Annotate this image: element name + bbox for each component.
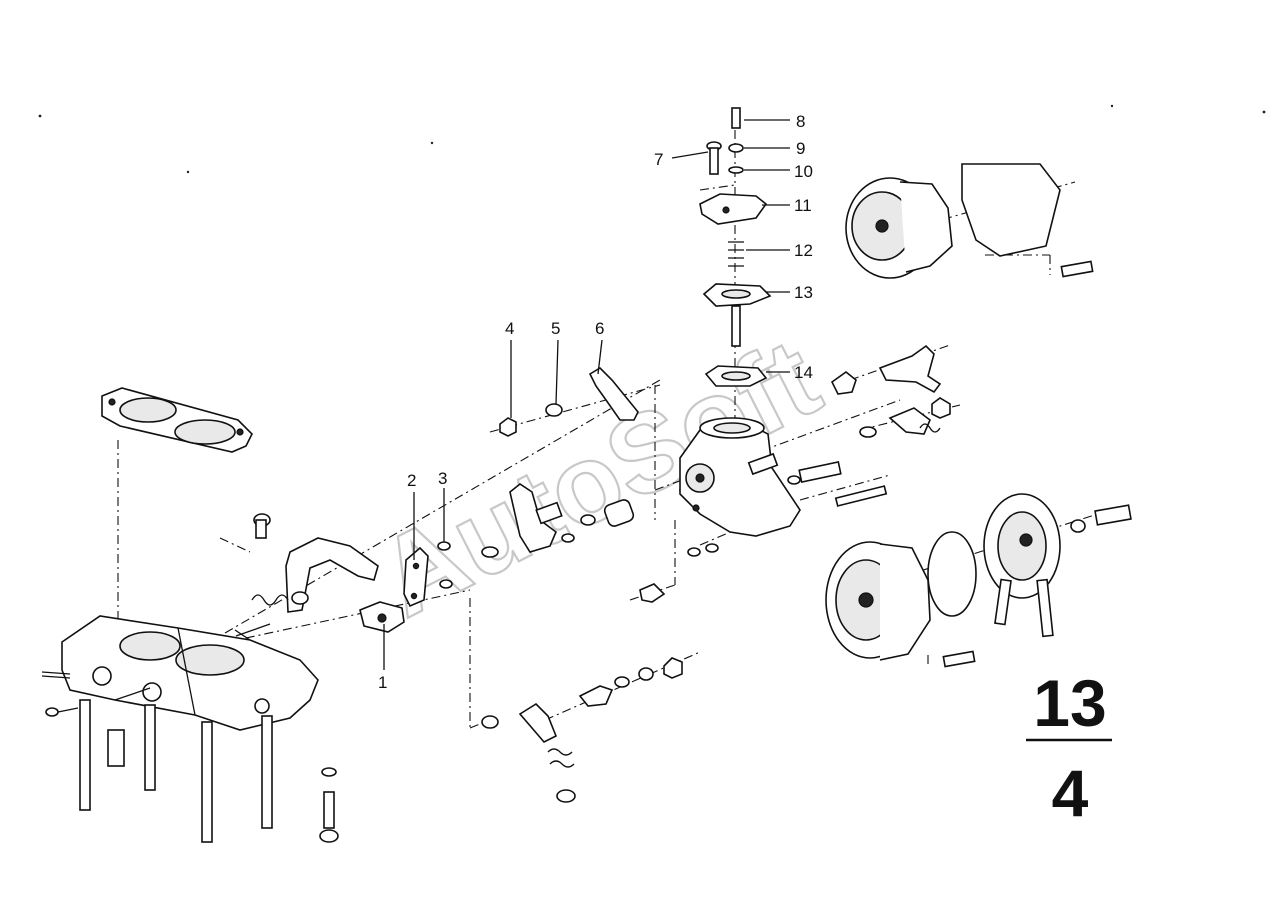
callout-5: 5 bbox=[551, 319, 560, 338]
part-1-plate bbox=[359, 601, 405, 633]
callout-1: 1 bbox=[378, 673, 387, 692]
cover-stack bbox=[699, 107, 772, 387]
pump-fasteners bbox=[639, 461, 888, 603]
group-reference: 13 4 bbox=[1026, 666, 1112, 830]
callout-7: 7 bbox=[654, 150, 663, 169]
part-2-link bbox=[403, 546, 429, 608]
lever-arm bbox=[251, 513, 379, 613]
scan-specks bbox=[38, 104, 1266, 174]
callout-labels: 1 2 3 4 5 6 7 8 9 10 11 12 13 14 bbox=[378, 112, 813, 692]
lower-middle-parts bbox=[481, 657, 683, 803]
right-small-levers bbox=[830, 344, 951, 438]
callout-11: 11 bbox=[794, 196, 812, 215]
group-number-top: 13 bbox=[1033, 666, 1106, 740]
group-number-bottom: 4 bbox=[1052, 756, 1089, 830]
callout-3: 3 bbox=[438, 469, 447, 488]
throttle-body bbox=[41, 615, 319, 843]
callout-4: 4 bbox=[505, 319, 514, 338]
flange-gasket bbox=[101, 387, 253, 453]
callout-13: 13 bbox=[794, 283, 813, 302]
callout-12: 12 bbox=[794, 241, 813, 260]
lower-right-pulley-assembly bbox=[825, 493, 1132, 668]
shaft-assembly bbox=[509, 483, 693, 553]
callout-10: 10 bbox=[794, 162, 813, 181]
part-5-washer bbox=[545, 403, 563, 417]
callout-6: 6 bbox=[595, 319, 604, 338]
upper-right-pump-cover bbox=[845, 163, 1094, 279]
leader-lines bbox=[383, 119, 790, 670]
callout-14: 14 bbox=[794, 363, 813, 382]
callout-8: 8 bbox=[796, 112, 805, 131]
part-6-bracket bbox=[588, 366, 639, 421]
callout-2: 2 bbox=[407, 471, 416, 490]
part-4-nut bbox=[499, 417, 517, 437]
callout-9: 9 bbox=[796, 139, 805, 158]
pump-housing bbox=[679, 417, 801, 537]
bottom-bolt bbox=[319, 767, 339, 843]
part-3-washers bbox=[437, 541, 499, 589]
